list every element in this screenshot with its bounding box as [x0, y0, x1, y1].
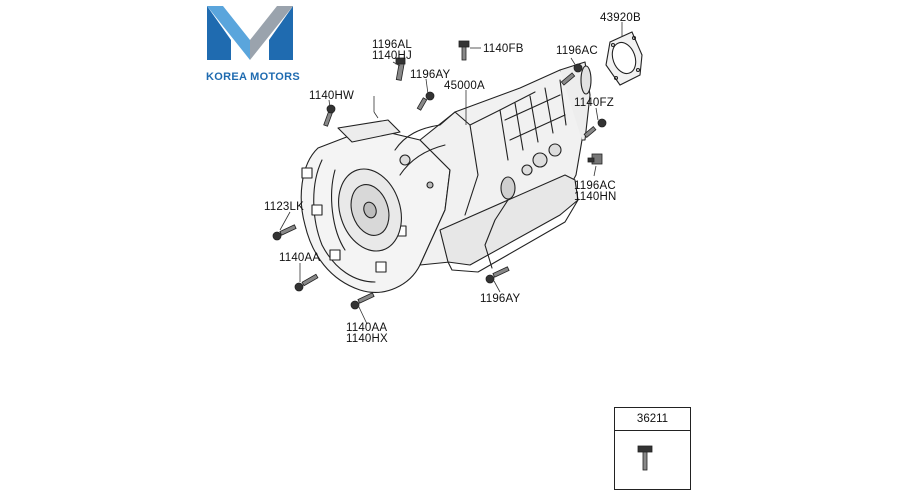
callout-1140aa-left: 1140AA [279, 252, 321, 264]
bolt-1140aa-left-icon [294, 273, 319, 292]
bolt-1123lk-icon [272, 224, 297, 241]
callout-1140hj: 1140HJ [372, 50, 412, 62]
korea-motors-logo [207, 6, 293, 60]
callout-1140hw: 1140HW [309, 90, 355, 102]
bolt-1196ay-top-icon [416, 91, 435, 111]
callout-1140hx: 1140HX [346, 333, 388, 345]
callout-45000a: 45000A [444, 80, 485, 92]
bolt-1140aa-bottom-icon [350, 292, 375, 310]
callout-1123lk: 1123LK [264, 201, 304, 213]
bolt-36211-icon [637, 445, 653, 471]
bolt-1140hw-icon [323, 104, 336, 127]
callout-1196ac-right: 1196AC [574, 180, 616, 192]
callout-1196ac-top: 1196AC [556, 45, 598, 57]
gasket-43920b [605, 31, 643, 86]
callout-1140fb: 1140FB [483, 43, 524, 55]
reference-box: 36211 [614, 407, 691, 490]
reference-box-part-number: 36211 [615, 408, 690, 431]
brand-name: KOREA MOTORS [206, 71, 301, 83]
plug-1196ac-icon [587, 153, 603, 165]
callout-1140aa-bottom: 1140AA [346, 322, 388, 334]
bolt-1140fb-icon [458, 40, 470, 61]
callout-1196ay-bottom: 1196AY [480, 293, 521, 305]
callout-1196ay-top: 1196AY [410, 69, 451, 81]
bolt-1196ay-bottom-icon [485, 266, 510, 284]
callout-43920b: 43920B [600, 12, 641, 24]
callout-1196al: 1196AL [372, 39, 412, 51]
bolt-1196al-icon [395, 57, 406, 81]
bolt-1140fz-icon [583, 118, 607, 138]
callout-1140fz: 1140FZ [574, 97, 614, 109]
electrical-connector [500, 176, 516, 200]
callout-1140hn: 1140HN [574, 191, 617, 203]
oil-pan [439, 174, 579, 266]
